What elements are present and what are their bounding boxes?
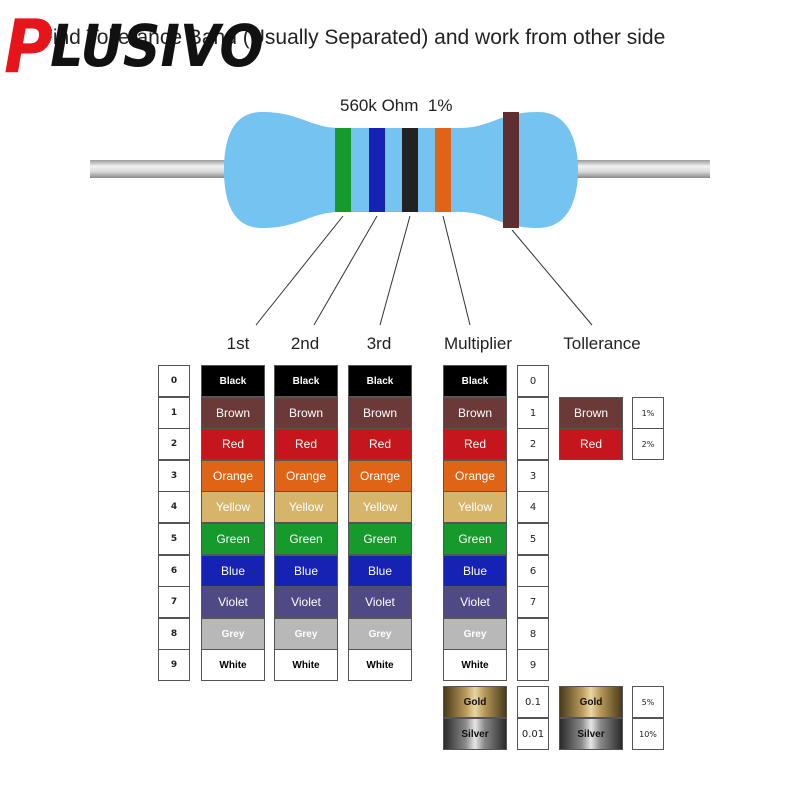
- multiplier-value-6: 6: [517, 555, 549, 587]
- band-1st-green: Green: [201, 523, 265, 555]
- resistor-band-brown: [503, 112, 519, 228]
- band-3rd-brown: Brown: [348, 397, 412, 429]
- logo-letter-p: P: [4, 4, 53, 90]
- multiplier-value-2: 2: [517, 428, 549, 460]
- tolerance-value-silver: 10%: [632, 718, 664, 750]
- band-2nd-green: Green: [274, 523, 338, 555]
- page-heading: Find Tollerance Band (Usually Separated)…: [40, 26, 666, 49]
- band-tolerance-silver: Silver: [559, 718, 623, 750]
- band-multiplier-orange: Orange: [443, 460, 507, 492]
- band-2nd-violet: Violet: [274, 586, 338, 618]
- column-header-2nd: 2nd: [290, 334, 320, 353]
- band-2nd-blue: Blue: [274, 555, 338, 587]
- band-tolerance-brown: Brown: [559, 397, 623, 429]
- digit-cell-2: 2: [158, 428, 190, 460]
- multiplier-value-9: 9: [517, 649, 549, 681]
- multiplier-value-gold: 0.1: [517, 686, 549, 718]
- band-multiplier-grey: Grey: [443, 618, 507, 650]
- band-3rd-orange: Orange: [348, 460, 412, 492]
- band-multiplier-white: White: [443, 649, 507, 681]
- tolerance-value-brown: 1%: [632, 397, 664, 429]
- digit-cell-5: 5: [158, 523, 190, 555]
- digit-cell-3: 3: [158, 460, 190, 492]
- band-1st-orange: Orange: [201, 460, 265, 492]
- band-3rd-grey: Grey: [348, 618, 412, 650]
- resistor-illustration: [90, 112, 710, 326]
- resistor-band-black: [402, 128, 418, 212]
- multiplier-value-7: 7: [517, 586, 549, 618]
- pointer-line-3rd: [379, 215, 411, 326]
- pointer-line-1st: [255, 215, 344, 326]
- column-header-1st: 1st: [226, 334, 250, 353]
- band-3rd-black: Black: [348, 365, 412, 397]
- column-header-tolerance: Tollerance: [563, 334, 641, 353]
- band-1st-white: White: [201, 649, 265, 681]
- resistor-lead-right: [560, 160, 710, 178]
- resistor-body: [224, 112, 578, 228]
- multiplier-value-8: 8: [517, 618, 549, 650]
- digit-cell-7: 7: [158, 586, 190, 618]
- digit-cell-8: 8: [158, 618, 190, 650]
- band-multiplier-violet: Violet: [443, 586, 507, 618]
- band-3rd-red: Red: [348, 428, 412, 460]
- resistor-lead-left: [90, 160, 240, 178]
- band-3rd-blue: Blue: [348, 555, 412, 587]
- band-1st-yellow: Yellow: [201, 491, 265, 523]
- plusivo-logo: PLUSIVO: [4, 2, 264, 91]
- digit-cell-9: 9: [158, 649, 190, 681]
- digit-cell-1: 1: [158, 397, 190, 429]
- band-multiplier-silver: Silver: [443, 718, 507, 750]
- digit-cell-6: 6: [158, 555, 190, 587]
- resistor-band-orange: [435, 128, 451, 212]
- band-2nd-red: Red: [274, 428, 338, 460]
- multiplier-value-5: 5: [517, 523, 549, 555]
- band-multiplier-yellow: Yellow: [443, 491, 507, 523]
- tolerance-value-gold: 5%: [632, 686, 664, 718]
- band-tolerance-red: Red: [559, 428, 623, 460]
- multiplier-value-3: 3: [517, 460, 549, 492]
- resistor-band-green: [335, 128, 351, 212]
- multiplier-value-0: 0: [517, 365, 549, 397]
- multiplier-value-silver: 0.01: [517, 718, 549, 750]
- band-multiplier-gold: Gold: [443, 686, 507, 718]
- band-2nd-brown: Brown: [274, 397, 338, 429]
- band-multiplier-brown: Brown: [443, 397, 507, 429]
- band-2nd-orange: Orange: [274, 460, 338, 492]
- band-multiplier-red: Red: [443, 428, 507, 460]
- band-1st-brown: Brown: [201, 397, 265, 429]
- resistor-value-label: 560k Ohm 1%: [340, 96, 453, 115]
- band-1st-black: Black: [201, 365, 265, 397]
- band-3rd-violet: Violet: [348, 586, 412, 618]
- band-3rd-yellow: Yellow: [348, 491, 412, 523]
- pointer-line-tolerance: [511, 229, 593, 326]
- tolerance-value-red: 2%: [632, 428, 664, 460]
- multiplier-value-1: 1: [517, 397, 549, 429]
- band-multiplier-green: Green: [443, 523, 507, 555]
- band-2nd-yellow: Yellow: [274, 491, 338, 523]
- digit-cell-0: 0: [158, 365, 190, 397]
- column-header-multiplier: Multiplier: [443, 334, 513, 353]
- pointer-line-multiplier: [442, 215, 471, 326]
- digit-cell-4: 4: [158, 491, 190, 523]
- band-3rd-white: White: [348, 649, 412, 681]
- band-1st-blue: Blue: [201, 555, 265, 587]
- band-2nd-white: White: [274, 649, 338, 681]
- column-header-3rd: 3rd: [366, 334, 392, 353]
- band-multiplier-blue: Blue: [443, 555, 507, 587]
- band-multiplier-black: Black: [443, 365, 507, 397]
- band-3rd-green: Green: [348, 523, 412, 555]
- band-1st-violet: Violet: [201, 586, 265, 618]
- band-tolerance-gold: Gold: [559, 686, 623, 718]
- band-2nd-black: Black: [274, 365, 338, 397]
- pointer-line-2nd: [313, 215, 378, 326]
- band-2nd-grey: Grey: [274, 618, 338, 650]
- resistor-band-blue: [369, 128, 385, 212]
- multiplier-value-4: 4: [517, 491, 549, 523]
- band-1st-red: Red: [201, 428, 265, 460]
- logo-text: LUSIVO: [50, 12, 264, 80]
- band-1st-grey: Grey: [201, 618, 265, 650]
